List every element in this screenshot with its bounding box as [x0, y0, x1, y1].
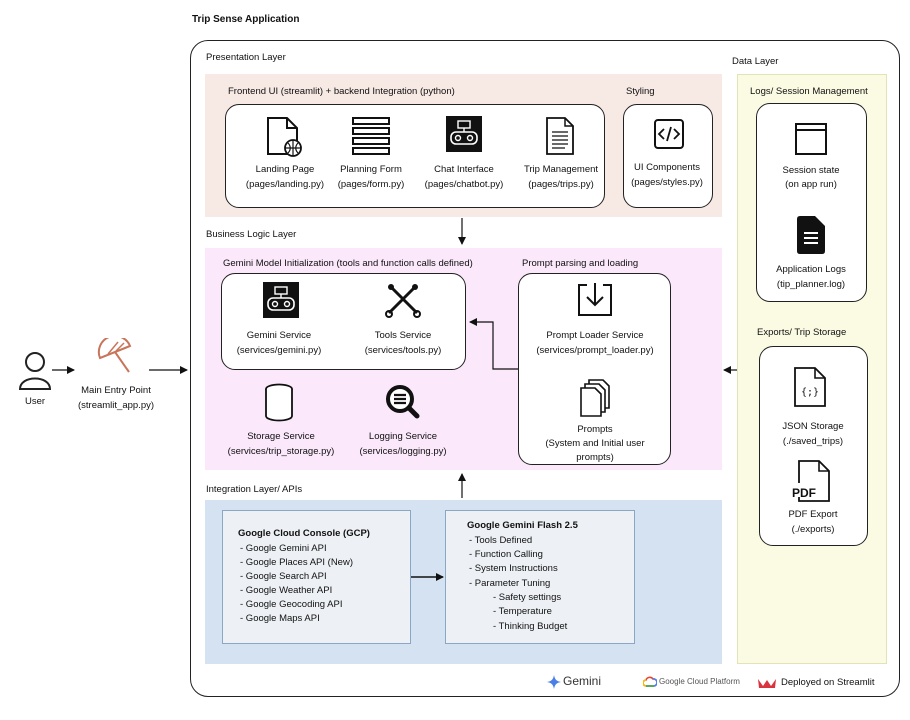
landing-page-file: (pages/landing.py) [245, 179, 325, 190]
tools-icon [385, 284, 421, 318]
app-logs-name: Application Logs [776, 264, 846, 275]
pdf-file-icon [791, 460, 830, 502]
ui-components-file: (pages/styles.py) [631, 177, 703, 188]
chat-interface-name: Chat Interface [434, 164, 494, 175]
browser-window-icon [795, 123, 827, 155]
prompt-group-label: Prompt parsing and loading [522, 258, 639, 269]
chatbot-icon [446, 116, 482, 152]
google-cloud-icon [643, 676, 657, 687]
json-storage-detail: (./saved_trips) [782, 436, 844, 447]
logging-service-name: Logging Service [368, 431, 438, 442]
gemini-flash-title: Google Gemini Flash 2.5 [467, 520, 578, 531]
gemini-flash-subitem: - Safety settings [493, 592, 562, 603]
json-storage-name: JSON Storage [782, 421, 844, 432]
session-state-name: Session state [782, 165, 840, 176]
download-icon [578, 283, 612, 316]
svg-text:{;}: {;} [801, 387, 819, 398]
gemini-service-bot-icon [263, 282, 299, 318]
gcp-item: - Google Search API [240, 571, 327, 582]
gcp-item: - Google Gemini API [240, 543, 327, 554]
gcp-title: Google Cloud Console (GCP) [238, 528, 370, 539]
prompt-loader-file: (services/prompt_loader.py) [536, 345, 654, 356]
application-boundary [190, 40, 900, 697]
gemini-sparkle-icon [547, 675, 561, 689]
gemini-flash-subitem: - Thinking Budget [493, 621, 568, 632]
gcp-box [222, 510, 411, 644]
trip-management-file: (pages/trips.py) [528, 179, 594, 190]
chat-interface-file: (pages/chatbot.py) [424, 179, 504, 190]
storage-service-name: Storage Service [247, 431, 315, 442]
prompt-loader-name: Prompt Loader Service [546, 330, 644, 341]
storage-service-file: (services/trip_storage.py) [227, 446, 335, 457]
gcp-item: - Google Maps API [240, 613, 320, 624]
json-file-icon: {;} [794, 367, 826, 407]
gcp-item: - Google Geocoding API [240, 599, 343, 610]
tools-service-file: (services/tools.py) [364, 345, 442, 356]
gemini-service-file: (services/gemini.py) [236, 345, 322, 356]
prompts-line2: (System and Initial user [545, 438, 645, 449]
prompts-name: Prompts [577, 424, 613, 435]
integration-layer-label: Integration Layer/ APIs [206, 484, 303, 495]
ui-components-name: UI Components [633, 162, 701, 173]
gcp-logo-text: Google Cloud Platform [659, 677, 740, 686]
gcp-item: - Google Weather API [240, 585, 333, 596]
pdf-icon-text: PDF [792, 486, 816, 500]
planning-form-name: Planning Form [340, 164, 402, 175]
tools-service-name: Tools Service [374, 330, 432, 341]
styling-group-label: Styling [626, 86, 655, 97]
code-icon [654, 119, 684, 149]
diagram-title: Trip Sense Application [192, 14, 300, 25]
planning-form-file: (pages/form.py) [337, 179, 405, 190]
entry-point-name: Main Entry Point [81, 385, 151, 396]
frontend-group-label: Frontend UI (streamlit) + backend Integr… [228, 86, 455, 97]
document-icon [546, 117, 574, 155]
streamlit-crown-icon [758, 679, 776, 688]
form-icon [352, 117, 390, 155]
landing-page-name: Landing Page [255, 164, 315, 175]
gemini-services-box [221, 273, 466, 370]
gemini-flash-item: - Tools Defined [469, 535, 533, 546]
gemini-service-name: Gemini Service [246, 330, 312, 341]
logging-search-icon [386, 385, 420, 419]
gemini-flash-item: - System Instructions [469, 563, 558, 574]
pdf-export-detail: (./exports) [791, 524, 835, 535]
exports-group-label: Exports/ Trip Storage [757, 327, 847, 338]
gemini-flash-item: - Parameter Tuning [469, 578, 551, 589]
umbrella-icon [97, 338, 132, 373]
gemini-logo-text: Gemini [563, 674, 602, 688]
logging-service-file: (services/logging.py) [359, 446, 447, 457]
streamlit-deploy-text: Deployed on Streamlit [781, 677, 875, 688]
gemini-flash-box [445, 510, 635, 644]
frontend-pages-box [225, 104, 605, 208]
database-icon [265, 383, 293, 422]
gemini-flash-item: - Function Calling [469, 549, 543, 560]
business-layer-label: Business Logic Layer [206, 229, 297, 240]
trip-management-name: Trip Management [523, 164, 599, 175]
prompts-line3: prompts) [576, 452, 614, 463]
app-logs-detail: (tip_planner.log) [776, 279, 846, 290]
user-icon [18, 352, 52, 390]
gcp-item: - Google Places API (New) [240, 557, 353, 568]
logs-group-label: Logs/ Session Management [750, 86, 868, 97]
entry-point-file: (streamlit_app.py) [77, 400, 155, 411]
styling-box [623, 104, 713, 208]
presentation-layer-label: Presentation Layer [206, 52, 286, 63]
web-page-icon [267, 117, 302, 157]
gemini-group-label: Gemini Model Initialization (tools and f… [223, 258, 473, 269]
user-label: User [24, 396, 46, 407]
session-state-detail: (on app run) [785, 179, 837, 190]
pdf-export-name: PDF Export [788, 509, 838, 520]
log-file-icon [797, 216, 825, 254]
gemini-flash-subitem: - Temperature [493, 606, 552, 617]
data-layer-label: Data Layer [732, 56, 779, 67]
prompts-files-icon [580, 379, 610, 417]
